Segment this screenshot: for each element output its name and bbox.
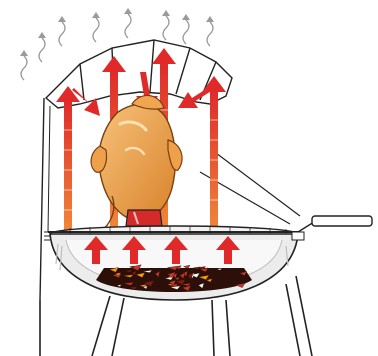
ember-chunk	[181, 285, 192, 292]
ember-chunk	[142, 285, 148, 290]
column-arrowhead	[202, 76, 226, 92]
ember-chunk	[205, 278, 213, 283]
ember-chunk	[183, 264, 191, 269]
deflection-arrow	[72, 88, 100, 116]
smoke-wisp	[92, 17, 100, 43]
ember-chunk	[198, 282, 205, 289]
ember-chunk	[197, 274, 210, 281]
smoke-wisp	[38, 37, 46, 63]
ember-chunk	[130, 264, 142, 271]
ember-chunk	[172, 272, 178, 279]
beer-can	[125, 209, 163, 227]
ember-chunk	[124, 269, 133, 273]
bowl-vent-marks	[55, 243, 289, 271]
ember-chunk	[128, 265, 135, 269]
ember-chunk	[181, 282, 192, 287]
grill-legs	[39, 275, 313, 356]
heat-column	[64, 100, 72, 236]
smoke-wisp	[206, 21, 214, 47]
ember-chunk	[131, 270, 137, 276]
ember-chunk	[187, 272, 193, 280]
ember-chunk	[142, 269, 153, 273]
coal-arrow	[122, 236, 146, 264]
smoke-wisp	[20, 55, 28, 81]
ember-chunk	[108, 267, 119, 273]
ember-chunk	[216, 267, 223, 271]
smoke-wisp	[58, 21, 66, 47]
coal-upward-arrows	[84, 236, 240, 264]
lid-hinge-line-inner	[47, 105, 51, 233]
lid-hinge-line	[39, 97, 45, 301]
coal-arrow	[84, 236, 108, 264]
grill-handle	[297, 215, 373, 233]
ember-chunk	[235, 282, 246, 288]
coal-arrow	[216, 236, 240, 264]
side-clip	[291, 231, 305, 241]
coal-arrow	[164, 236, 188, 264]
roast-chicken	[90, 94, 183, 236]
ember-chunk	[143, 280, 155, 287]
ember-chunk	[168, 279, 176, 287]
ember-chunk	[199, 267, 209, 273]
smoke-wisp	[182, 19, 190, 45]
ember-chunk	[114, 272, 121, 276]
ember-chunk	[164, 276, 174, 281]
ember-chunk	[179, 272, 186, 280]
column-arrowhead	[56, 86, 80, 102]
ember-chunk	[122, 274, 135, 278]
ember-chunk	[154, 271, 161, 278]
column-arrowhead	[102, 56, 126, 72]
ember-chunk	[239, 271, 248, 276]
heat-column	[210, 90, 218, 236]
smoke-wisps	[20, 8, 214, 81]
ember-chunk	[193, 266, 201, 270]
ember-chunk	[174, 276, 180, 281]
ember-chunk	[167, 265, 179, 271]
charcoal-embers	[96, 264, 252, 292]
smoke-wisp	[124, 13, 132, 39]
ember-chunk	[175, 278, 186, 286]
ember-chunk	[116, 284, 122, 287]
ember-chunk	[129, 286, 138, 290]
ember-chunk	[135, 272, 146, 278]
ember-chunk	[123, 281, 135, 286]
column-arrowhead	[152, 48, 176, 64]
ember-chunk	[189, 272, 201, 278]
ember-chunk	[170, 285, 181, 290]
smoke-wisp	[162, 15, 170, 41]
ember-chunk	[167, 271, 176, 278]
